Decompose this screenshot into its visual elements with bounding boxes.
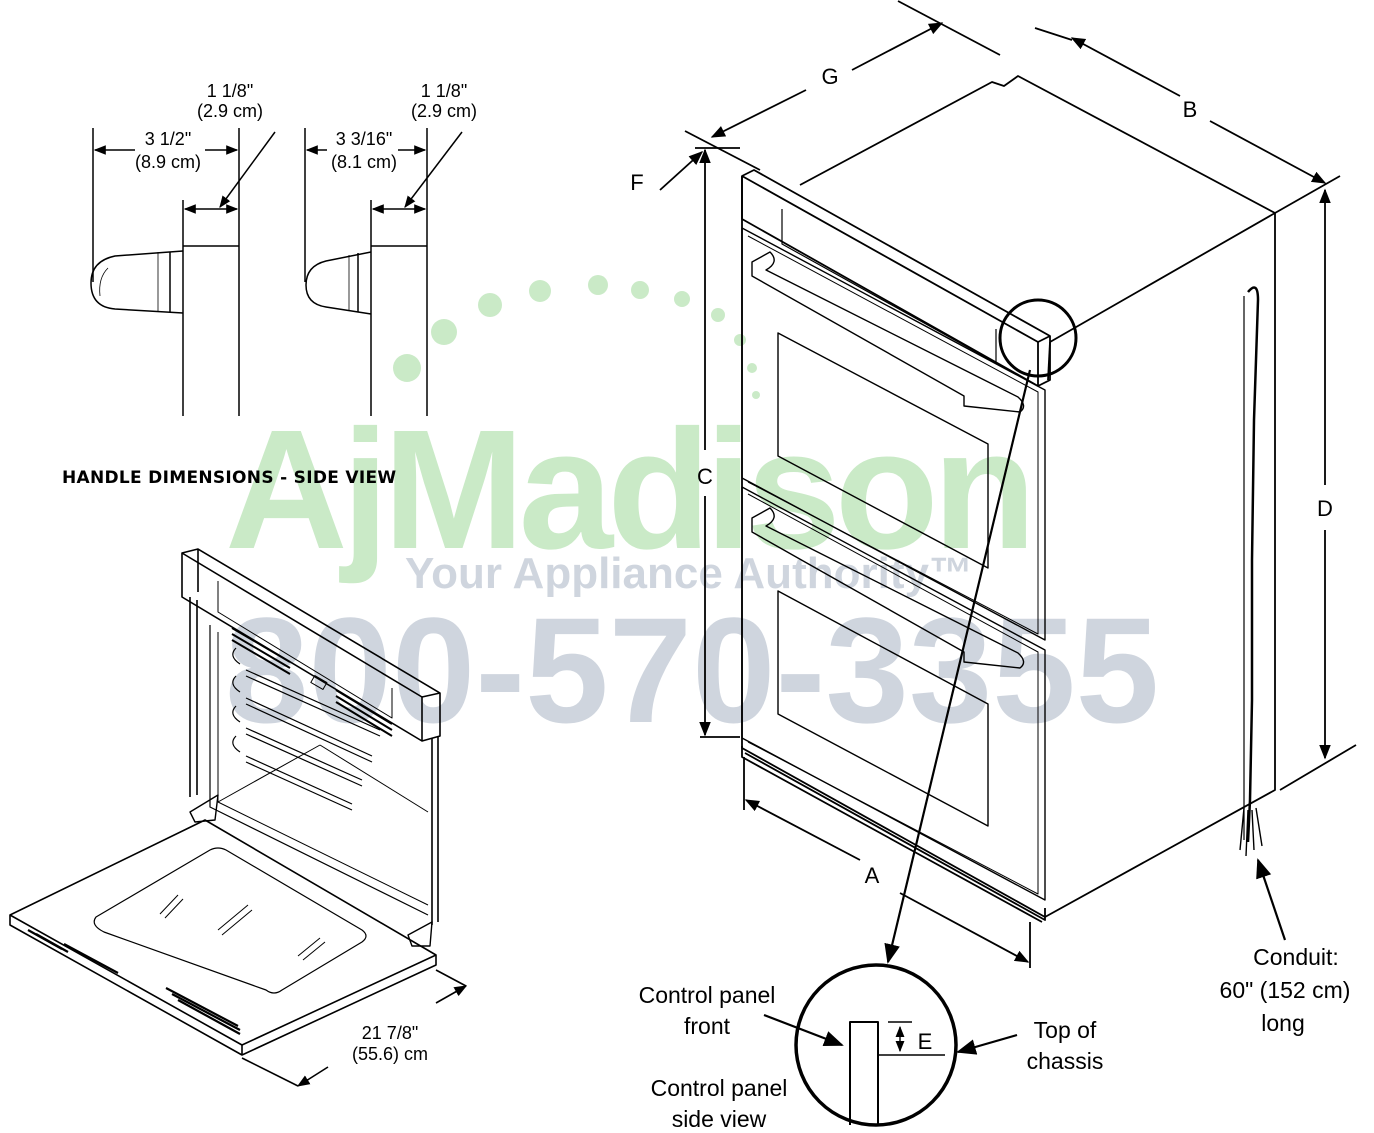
dimension-g-label: G	[821, 64, 838, 89]
watermark-brand: AjMadison	[225, 395, 1030, 585]
dimension-c-label: C	[697, 464, 713, 489]
watermark: AjMadison Your Appliance Authority™ 800-…	[225, 275, 1159, 754]
right-offset-cm-label: (2.9 cm)	[411, 101, 477, 121]
top-chassis-label-2: chassis	[1027, 1048, 1104, 1074]
dimension-a-label: A	[865, 863, 880, 888]
left-offset-cm-label: (2.9 cm)	[197, 101, 263, 121]
double-oven-illustration	[659, 0, 1357, 1127]
right-offset-label: 1 1/8"	[421, 81, 467, 101]
door-depth-cm-label: (55.6) cm	[352, 1044, 428, 1064]
left-depth-cm-label: (8.9 cm)	[135, 152, 201, 172]
top-chassis-label-1: Top of	[1034, 1017, 1097, 1043]
detail-labels: Control panel front Control panel side v…	[639, 944, 1351, 1132]
watermark-phone: 800-570-3355	[225, 586, 1159, 754]
panel-front-label-1: Control panel	[639, 982, 776, 1008]
watermark-dots	[393, 275, 760, 399]
dimension-b-label: B	[1183, 97, 1198, 122]
dimension-letters: G B F C D A E	[630, 64, 1333, 1054]
conduit-label-1: Conduit:	[1253, 944, 1339, 970]
right-depth-cm-label: (8.1 cm)	[331, 152, 397, 172]
panel-side-label-2: side view	[672, 1106, 767, 1132]
handle-left	[90, 128, 276, 416]
open-oven-illustration	[9, 548, 468, 1087]
left-depth-label: 3 1/2"	[145, 129, 191, 149]
handle-section-title: HANDLE DIMENSIONS - SIDE VIEW	[62, 468, 397, 488]
conduit-label-3: long	[1261, 1010, 1304, 1036]
panel-side-label-1: Control panel	[651, 1075, 788, 1101]
conduit-label-2: 60" (152 cm)	[1220, 977, 1351, 1003]
panel-front-label-2: front	[684, 1013, 731, 1039]
watermark-tagline: Your Appliance Authority™	[405, 549, 973, 598]
handle-right	[304, 128, 463, 416]
handle-labels: 1 1/8" (2.9 cm) 3 1/2" (8.9 cm) 1 1/8" (…	[135, 81, 477, 172]
right-depth-label: 3 3/16"	[336, 129, 392, 149]
dimension-f-label: F	[630, 170, 643, 195]
left-offset-label: 1 1/8"	[207, 81, 253, 101]
dimension-d-label: D	[1317, 496, 1333, 521]
dimension-e-label: E	[918, 1029, 933, 1054]
door-depth-label: 21 7/8"	[362, 1023, 418, 1043]
